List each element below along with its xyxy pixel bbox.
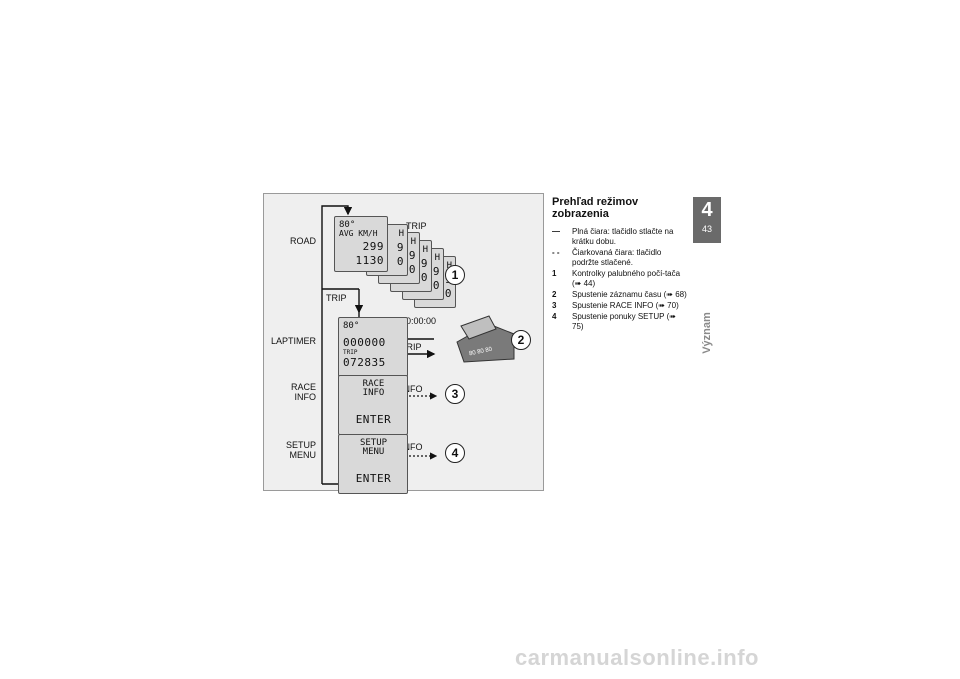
road-stack-digit: 9 <box>420 257 428 270</box>
road-stack-digit: 9 <box>432 265 440 278</box>
time-label: 00:00:00 <box>401 316 437 326</box>
road-display: 80° AVG KM/H 299 1130 <box>334 216 388 272</box>
callout-3: 3 <box>445 384 465 404</box>
road-speed: 299 <box>362 240 384 253</box>
callout-4: 4 <box>445 443 465 463</box>
chapter-side-title: Význam <box>693 298 721 368</box>
legend-item: 2 Spustenie záznamu času (➠ 68) <box>552 290 687 300</box>
chapter-number: 4 <box>701 199 713 221</box>
mode-overview-figure: ROAD LAPTIMER RACE INFO SETUP MENU TRIP … <box>263 193 544 494</box>
race-info-subtitle: INFO <box>362 388 385 398</box>
laptimer-odometer: 072835 <box>343 356 386 369</box>
legend-item: - - Čiarkovaná čiara: tlačidlo podržte s… <box>552 248 687 268</box>
legend-list: — Plná čiara: tlačidlo stlačte na krátku… <box>552 227 687 333</box>
legend-key: — <box>552 227 560 236</box>
trip-label-bottom: TRIP <box>326 293 347 303</box>
laptimer-display: 80° 000000 TRIP 072835 <box>338 317 408 377</box>
legend-text: Spustenie ponuky SETUP (➠ 75) <box>572 312 676 331</box>
setup-subtitle: MENU <box>362 447 385 457</box>
mode-setup-menu-label: SETUP MENU <box>246 440 316 460</box>
road-stack-zero: 0 <box>420 271 428 284</box>
road-stack-digit: 9 <box>408 249 416 262</box>
road-stack-segment: H <box>434 253 440 263</box>
legend-key: 3 <box>552 301 557 310</box>
callout-1: 1 <box>445 265 465 285</box>
legend-text: Plná čiara: tlačidlo stlačte na krátku d… <box>572 227 674 246</box>
road-stack-zero: 0 <box>432 279 440 292</box>
info-label-2: INFO <box>401 384 423 394</box>
legend-item: — Plná čiara: tlačidlo stlačte na krátku… <box>552 227 687 247</box>
legend-item: 3 Spustenie RACE INFO (➠ 70) <box>552 301 687 311</box>
flow-lines <box>321 205 515 485</box>
road-stack-segment: H <box>398 229 404 239</box>
road-avg: AVG KM/H <box>339 229 378 238</box>
laptimer-temp: 80° <box>343 321 360 331</box>
race-info-title: RACE <box>362 379 385 389</box>
trip-label-laptimer: TRIP <box>401 342 422 352</box>
legend-key: 1 <box>552 269 557 278</box>
legend-item: 1 Kontrolky palubného počí-tača (➠ 44) <box>552 269 687 289</box>
mode-laptimer-label: LAPTIMER <box>270 336 316 346</box>
road-temp: 80° <box>339 220 356 230</box>
road-stack-zero: 0 <box>396 255 404 268</box>
mode-road-label: ROAD <box>289 236 316 246</box>
road-stack-segment: H <box>422 245 428 255</box>
chapter-tab: 4 43 <box>693 197 721 243</box>
laptimer-trip: TRIP <box>343 349 358 356</box>
road-stack-digit: 9 <box>396 241 404 254</box>
info-label-4: INFO <box>401 442 423 452</box>
laptimer-lap: 000000 <box>343 336 386 349</box>
race-info-enter: ENTER <box>355 413 392 426</box>
legend-text: Spustenie záznamu času (➠ 68) <box>572 290 687 299</box>
page-number: 43 <box>701 224 712 234</box>
road-distance: 1130 <box>355 254 384 267</box>
section-heading: Prehľad režimov zobrazenia <box>552 196 639 220</box>
legend-key: - - <box>552 248 560 257</box>
setup-label-line: SETUP MENU <box>285 440 316 460</box>
race-info-display: RACE INFO ENTER <box>338 375 408 435</box>
setup-enter: ENTER <box>355 472 392 485</box>
chapter-title: Význam <box>701 312 713 354</box>
legend-key: 2 <box>552 290 557 299</box>
watermark: carmanualsonline.info <box>515 645 759 670</box>
callout-2: 2 <box>511 330 531 350</box>
legend-key: 4 <box>552 312 557 321</box>
setup-title: SETUP <box>359 438 388 448</box>
road-stack-zero: 0 <box>408 263 416 276</box>
race-label-line: RACE INFO <box>290 382 316 402</box>
legend-text: Čiarkovaná čiara: tlačidlo podržte stlač… <box>572 248 662 267</box>
legend-text: Spustenie RACE INFO (➠ 70) <box>572 301 679 310</box>
setup-menu-display: SETUP MENU ENTER <box>338 434 408 494</box>
road-stack-zero: 0 <box>444 287 452 300</box>
road-stack-segment: H <box>410 237 416 247</box>
legend-text: Kontrolky palubného počí-tača (➠ 44) <box>572 269 681 288</box>
mode-race-info-label: RACE INFO <box>246 382 316 402</box>
trip-label-top: TRIP <box>406 221 427 231</box>
legend-item: 4 Spustenie ponuky SETUP (➠ 75) <box>552 312 687 332</box>
